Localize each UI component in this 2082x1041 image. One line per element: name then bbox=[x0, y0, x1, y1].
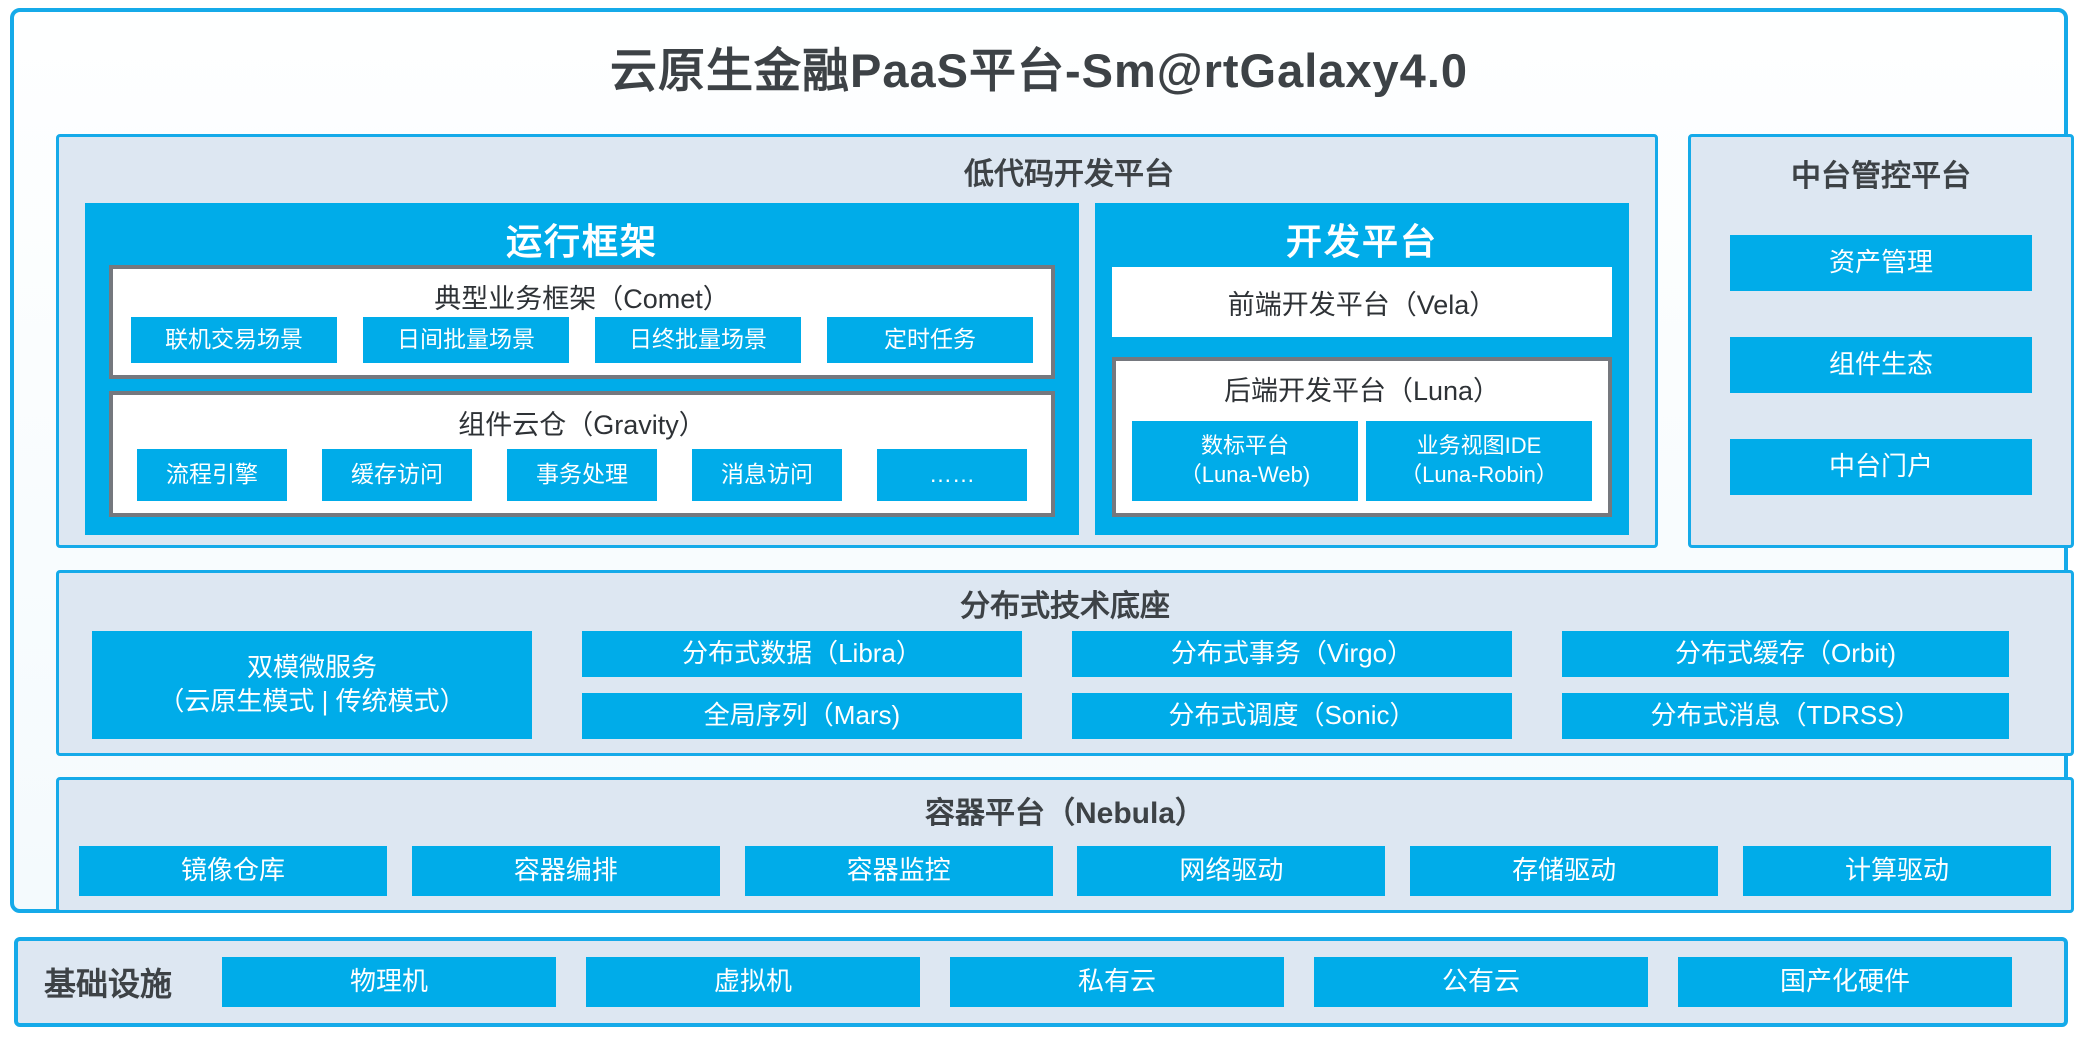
chip-private-cloud: 私有云 bbox=[950, 957, 1285, 1007]
nebula-chip-row: 镜像仓库 容器编排 容器监控 网络驱动 存储驱动 计算驱动 bbox=[79, 846, 2051, 896]
chip-luna-robin-line1: 业务视图IDE bbox=[1416, 433, 1542, 459]
section-distributed-base: 分布式技术底座 双模微服务 （云原生模式 | 传统模式） 分布式数据（Libra… bbox=[56, 570, 2074, 756]
infrastructure-chip-row: 物理机 虚拟机 私有云 公有云 国产化硬件 bbox=[222, 957, 2013, 1007]
midplatform-header: 中台管控平台 bbox=[1791, 160, 1971, 193]
box-luna: 后端开发平台（Luna） 数标平台 （Luna-Web) 业务视图IDE （Lu… bbox=[1112, 357, 1612, 517]
chip-distributed-cache: 分布式缓存（Orbit) bbox=[1562, 631, 2009, 677]
lowcode-header: 低代码开发平台 bbox=[964, 158, 1174, 191]
dual-line2: （云原生模式 | 传统模式） bbox=[158, 686, 466, 716]
chip-container-orchestration: 容器编排 bbox=[411, 846, 720, 896]
chip-global-sequence: 全局序列（Mars) bbox=[582, 693, 1022, 739]
chip-virtual-machine: 虚拟机 bbox=[586, 957, 921, 1007]
luna-title: 后端开发平台（Luna） bbox=[1223, 376, 1501, 406]
box-vela: 前端开发平台（Vela） bbox=[1112, 267, 1612, 337]
box-gravity: 组件云仓（Gravity） 流程引擎 缓存访问 事务处理 消息访问 …… bbox=[109, 391, 1055, 517]
chip-luna-web-line2: （Luna-Web) bbox=[1179, 462, 1311, 487]
section-lowcode-platform: 低代码开发平台 运行框架 典型业务框架（Comet） 联机交易场景 日间批量场景… bbox=[56, 134, 1658, 548]
chip-domestic-hardware: 国产化硬件 bbox=[1678, 957, 2013, 1007]
infrastructure-label: 基础设施 bbox=[44, 966, 173, 1002]
box-comet: 典型业务框架（Comet） 联机交易场景 日间批量场景 日终批量场景 定时任务 bbox=[109, 265, 1055, 379]
comet-chip-row: 联机交易场景 日间批量场景 日终批量场景 定时任务 bbox=[131, 317, 1033, 363]
chip-container-monitoring: 容器监控 bbox=[744, 846, 1053, 896]
runtime-title: 运行框架 bbox=[505, 221, 658, 262]
section-mid-platform: 中台管控平台 资产管理 组件生态 中台门户 bbox=[1688, 134, 2074, 548]
luna-chip-row: 数标平台 （Luna-Web) 业务视图IDE （Luna-Robin） bbox=[1132, 421, 1592, 501]
chip-dual-mode-microservice: 双模微服务 （云原生模式 | 传统模式） bbox=[92, 631, 532, 739]
dual-line1: 双模微服务 bbox=[246, 652, 377, 683]
chip-scheduled-task: 定时任务 bbox=[827, 317, 1033, 363]
chip-process-engine: 流程引擎 bbox=[137, 449, 287, 501]
chip-luna-web-line1: 数标平台 bbox=[1200, 433, 1289, 459]
section-infrastructure: 基础设施 物理机 虚拟机 私有云 公有云 国产化硬件 bbox=[14, 937, 2068, 1027]
chip-distributed-transaction: 分布式事务（Virgo） bbox=[1072, 631, 1512, 677]
chip-luna-robin-line2: （Luna-Robin） bbox=[1400, 462, 1558, 487]
chip-network-driver: 网络驱动 bbox=[1077, 846, 1386, 896]
chip-distributed-data: 分布式数据（Libra） bbox=[582, 631, 1022, 677]
chip-luna-web: 数标平台 （Luna-Web) bbox=[1132, 421, 1358, 501]
chip-component-ecosystem: 组件生态 bbox=[1730, 337, 2032, 393]
chip-compute-driver: 计算驱动 bbox=[1742, 846, 2051, 896]
chip-luna-robin: 业务视图IDE （Luna-Robin） bbox=[1366, 421, 1592, 501]
distributed-header: 分布式技术底座 bbox=[960, 590, 1170, 623]
chip-storage-driver: 存储驱动 bbox=[1410, 846, 1719, 896]
chip-midplatform-portal: 中台门户 bbox=[1730, 439, 2032, 495]
chip-physical-machine: 物理机 bbox=[222, 957, 557, 1007]
section-container-platform: 容器平台（Nebula） 镜像仓库 容器编排 容器监控 网络驱动 存储驱动 计算… bbox=[56, 777, 2074, 913]
chip-ellipsis-more: …… bbox=[877, 449, 1027, 501]
comet-title: 典型业务框架（Comet） bbox=[434, 284, 730, 314]
gravity-title: 组件云仓（Gravity） bbox=[458, 410, 706, 440]
panel-dev-platform: 开发平台 前端开发平台（Vela） 后端开发平台（Luna） 数标平台 （Lun… bbox=[1095, 203, 1629, 535]
panel-runtime-framework: 运行框架 典型业务框架（Comet） 联机交易场景 日间批量场景 日终批量场景 … bbox=[85, 203, 1079, 535]
chip-endofday-batch: 日终批量场景 bbox=[595, 317, 801, 363]
chip-transaction-processing: 事务处理 bbox=[507, 449, 657, 501]
chip-distributed-message: 分布式消息（TDRSS） bbox=[1562, 693, 2009, 739]
page-title: 云原生金融PaaS平台-Sm@rtGalaxy4.0 bbox=[609, 44, 1469, 97]
chip-daytime-batch: 日间批量场景 bbox=[363, 317, 569, 363]
chip-public-cloud: 公有云 bbox=[1314, 957, 1649, 1007]
nebula-header: 容器平台（Nebula） bbox=[924, 797, 1206, 830]
gravity-chip-row: 流程引擎 缓存访问 事务处理 消息访问 …… bbox=[137, 449, 1027, 501]
chip-image-registry: 镜像仓库 bbox=[79, 846, 387, 896]
chip-asset-management: 资产管理 bbox=[1730, 235, 2032, 291]
architecture-diagram-canvas: 云原生金融PaaS平台-Sm@rtGalaxy4.0 低代码开发平台 运行框架 … bbox=[10, 8, 2074, 913]
dev-title: 开发平台 bbox=[1285, 221, 1438, 262]
chip-message-access: 消息访问 bbox=[692, 449, 842, 501]
chip-distributed-scheduling: 分布式调度（Sonic） bbox=[1072, 693, 1512, 739]
chip-online-transaction: 联机交易场景 bbox=[131, 317, 337, 363]
chip-cache-access: 缓存访问 bbox=[322, 449, 472, 501]
